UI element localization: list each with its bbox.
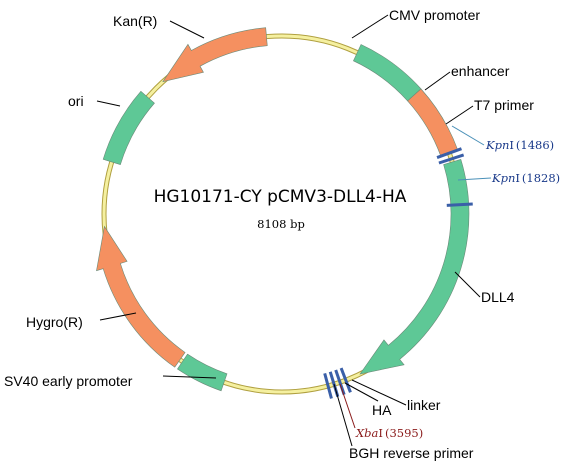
leader-kan xyxy=(169,20,205,39)
leader-hygro xyxy=(99,312,137,321)
xbai-3595-enzyme: Xba xyxy=(355,426,379,440)
marker-bgh-reverse-primer xyxy=(323,372,333,399)
leader-t7-primer xyxy=(445,105,474,125)
kpni-1828-enzyme: Kpn xyxy=(491,171,515,185)
plasmid-size: 8108 bp xyxy=(257,217,305,231)
label-leaders xyxy=(96,14,492,447)
label-kpni-1486: KpnI(1486) xyxy=(485,138,554,152)
leader-xbai-3595 xyxy=(339,383,356,429)
label-enhancer: enhancer xyxy=(451,63,510,79)
marker-t7-primer-b xyxy=(438,153,465,165)
kpni-1486-position: (1486) xyxy=(516,138,554,152)
kpni-1828-position: (1828) xyxy=(522,171,560,185)
marker-kpni-1828 xyxy=(446,202,473,207)
leader-sv40-early-promoter xyxy=(162,375,217,379)
marker-ha xyxy=(334,369,346,396)
label-cmv-promoter: CMV promoter xyxy=(389,7,480,23)
arc-cmv-promoter xyxy=(353,44,422,102)
leader-kpni-1486 xyxy=(451,125,485,146)
leader-enhancer xyxy=(424,71,451,91)
kpni-1486-enzyme: Kpn xyxy=(485,138,509,152)
leader-ha xyxy=(344,382,379,402)
leader-kpni-1828 xyxy=(457,177,492,181)
leader-bgh-reverse-primer xyxy=(333,383,353,447)
arc-hygro xyxy=(96,225,186,368)
leader-dll4 xyxy=(454,271,481,298)
label-kan: Kan(R) xyxy=(113,13,157,29)
arc-ori xyxy=(102,90,155,165)
label-ori: ori xyxy=(68,93,84,109)
leader-linker xyxy=(351,379,407,406)
label-sv40-early-promoter: SV40 early promoter xyxy=(4,373,133,389)
label-hygro: Hygro(R) xyxy=(26,314,83,330)
arc-enhancer xyxy=(407,88,459,157)
plasmid-name: HG10171-CY pCMV3-DLL4-HA xyxy=(154,187,407,207)
kpni-1486-suffix: I xyxy=(509,138,514,152)
marker-linker xyxy=(339,367,352,393)
label-linker: linker xyxy=(407,397,441,413)
label-ha: HA xyxy=(372,402,392,418)
label-bgh-reverse-primer: BGH reverse primer xyxy=(349,445,474,461)
leader-ori xyxy=(96,100,121,107)
arc-kan xyxy=(162,27,268,83)
label-kpni-1828: KpnI(1828) xyxy=(491,171,560,185)
arc-dll4 xyxy=(359,158,470,375)
label-xbai-3595: XbaI(3595) xyxy=(355,426,423,440)
feature-arcs xyxy=(96,27,470,392)
marker-t7-primer-a xyxy=(436,147,462,159)
label-t7-primer: T7 primer xyxy=(474,97,534,113)
leader-cmv-promoter xyxy=(351,14,389,39)
xbai-3595-position: (3595) xyxy=(385,426,423,440)
xbai-3595-suffix: I xyxy=(378,426,383,440)
arc-sv40-early-promoter xyxy=(177,353,228,392)
kpni-1828-suffix: I xyxy=(515,171,520,185)
label-dll4: DLL4 xyxy=(481,289,515,305)
